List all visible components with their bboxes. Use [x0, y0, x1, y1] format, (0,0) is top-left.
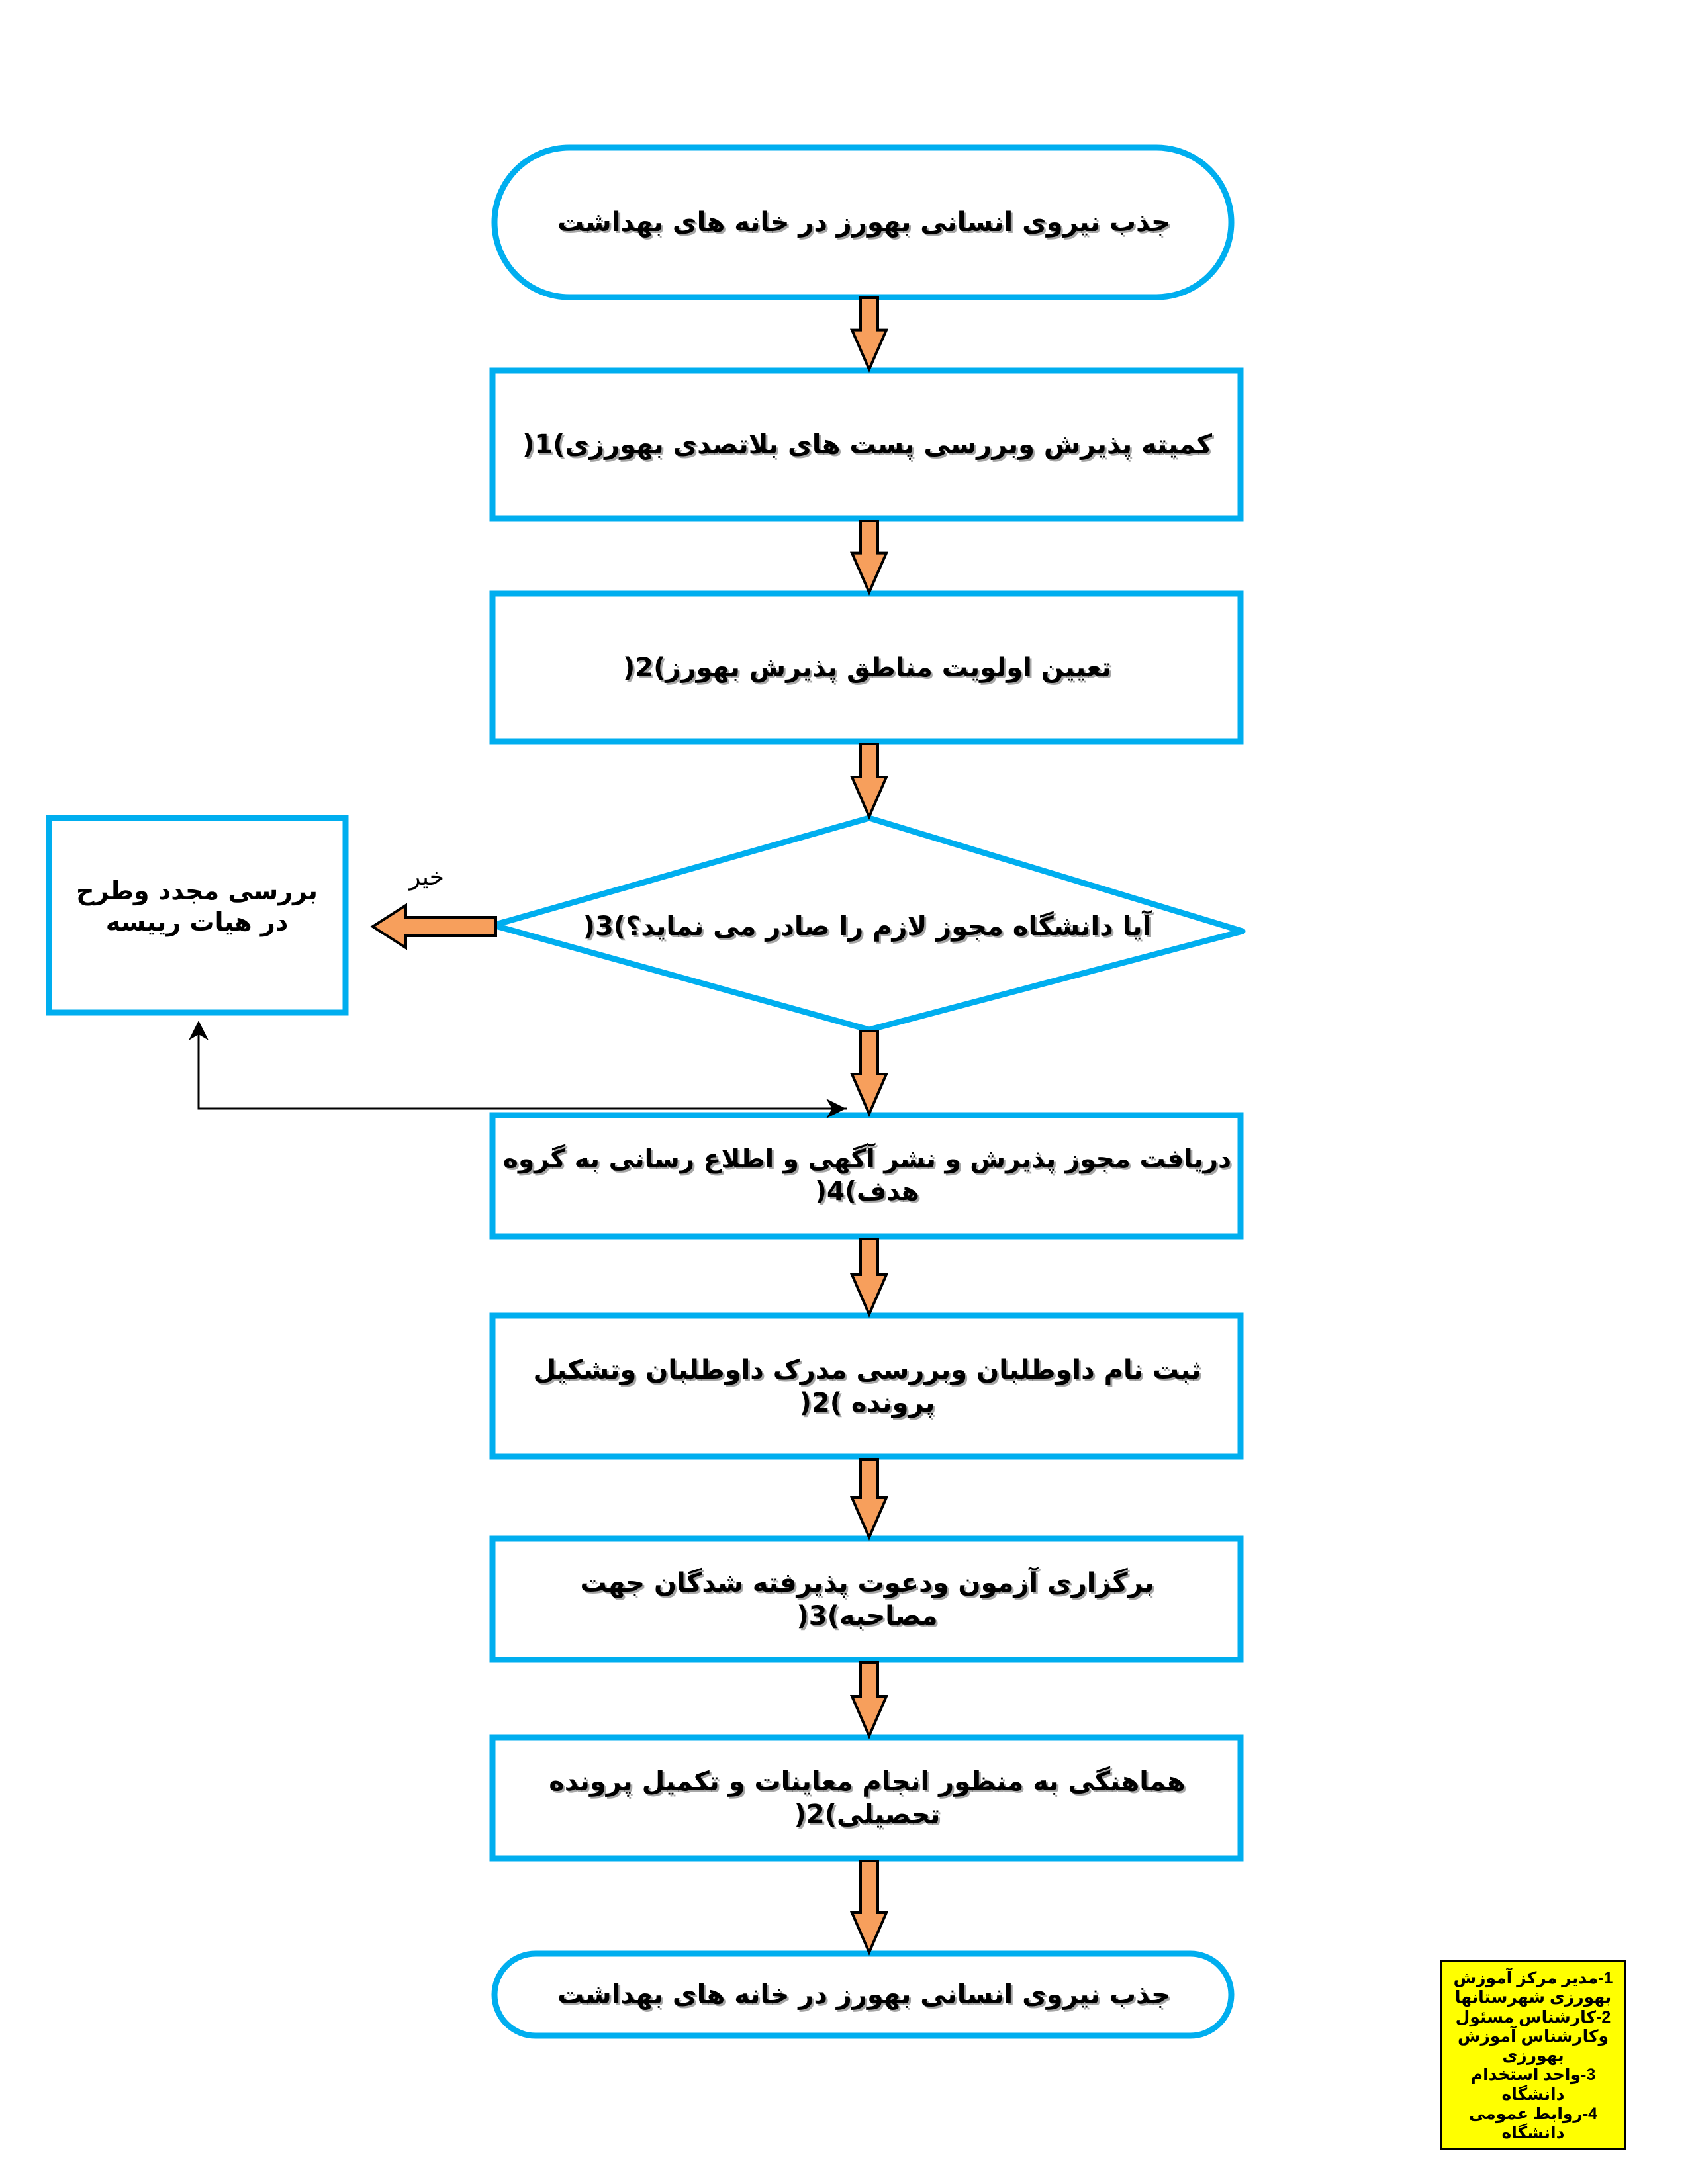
flow-arrow-3 — [849, 743, 889, 821]
legend-item: 4-روابط عمومی دانشگاه — [1468, 2104, 1598, 2142]
step-6-text: برگزاری آزمون ودعوت پذیرفته شدگان جهت مص… — [580, 1567, 1154, 1631]
flow-arrow-7 — [849, 1661, 889, 1740]
step-1-text: کمیته پذیرش وبررسی پست های بلاتصدی بهورز… — [522, 429, 1213, 460]
step-4-text: دریافت مجوز پذیرش و نشر آگهی و اطلاع رسا… — [502, 1144, 1232, 1206]
step-6-box — [489, 1535, 1244, 1663]
flow-arrow-2 — [849, 520, 889, 596]
legend-item: 2-کارشناس مسئول وکارشناس آموزش بهورزی — [1455, 2007, 1611, 2066]
step-5-box — [489, 1312, 1244, 1460]
start-terminal: جذب نیروی انسانی بهورز در خانه های بهداش… — [557, 207, 1170, 238]
step-7-box — [489, 1734, 1244, 1862]
flow-arrow-5 — [849, 1238, 889, 1318]
flow-arrow-4 — [849, 1030, 889, 1118]
decision-text: آیا دانشگاه مجوز لازم را صادر می نماید؟)… — [583, 911, 1152, 942]
legend-box: 1-مدیر مرکز آموزش بهورزی شهرستانها 2-کار… — [1440, 1960, 1626, 2150]
flow-arrow-1 — [849, 296, 889, 373]
end-terminal-shape — [491, 1950, 1235, 2039]
no-label: خیر — [409, 864, 444, 891]
flow-arrow-6 — [849, 1458, 889, 1541]
flow-arrow-8 — [849, 1860, 889, 1956]
step-4-box — [489, 1112, 1244, 1240]
feedback-connector — [189, 1021, 847, 1110]
step-5-text: ثبت نام داوطلبان وبررسی مدرک داوطلبان وت… — [533, 1354, 1201, 1418]
side-box — [46, 815, 349, 1016]
side-box-text: بررسی مجدد وطرح در هیات رییسه — [76, 876, 318, 937]
legend-item: 3-واحد استخدام دانشگاه — [1470, 2066, 1596, 2104]
step-1-box — [489, 367, 1244, 522]
end-terminal: جذب نیروی انسانی بهورز در خانه های بهداش… — [557, 1979, 1170, 2010]
legend-item: 1-مدیر مرکز آموزش بهورزی شهرستانها — [1453, 1969, 1613, 2007]
step-2-box — [489, 590, 1244, 745]
step-2-text: تعیین اولویت مناطق پذیرش بهورز)2( — [622, 652, 1112, 683]
no-arrow — [370, 903, 497, 950]
step-7-text: هماهنگی به منظور انجام معاینات و تکمیل پ… — [549, 1766, 1186, 1830]
